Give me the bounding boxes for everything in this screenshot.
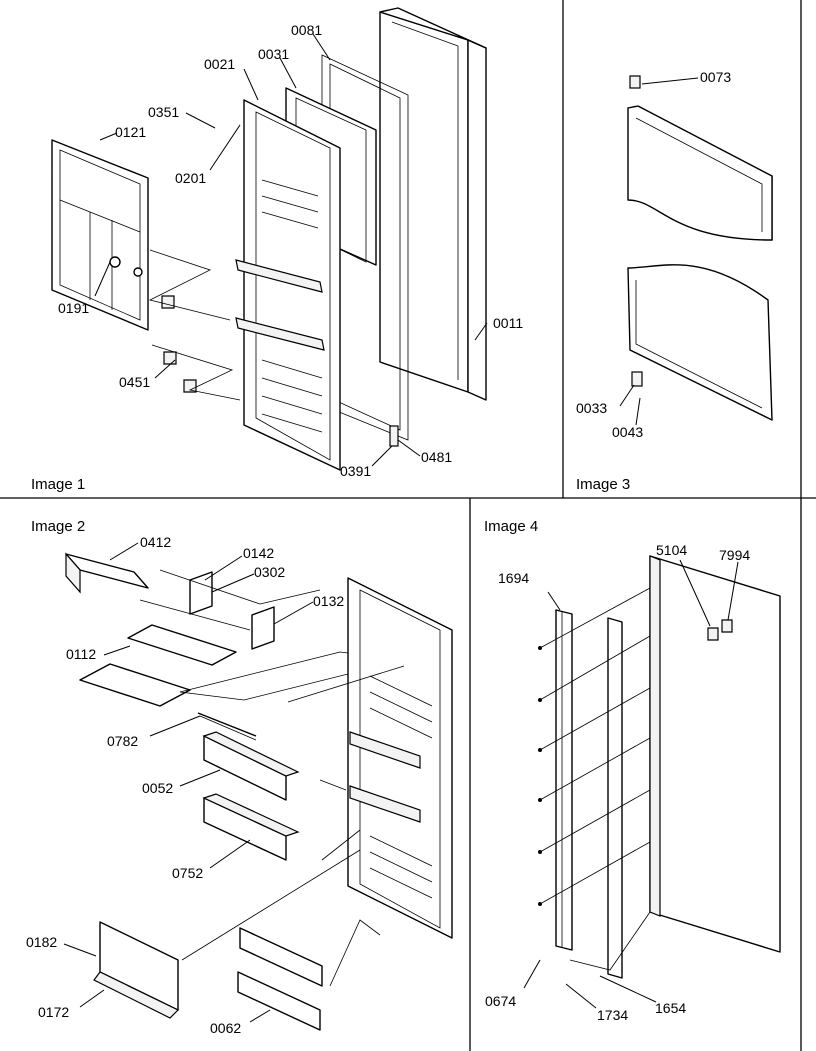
callout-0033: 0033 (576, 400, 607, 416)
callout-0142: 0142 (243, 545, 274, 561)
callout-0412: 0412 (140, 534, 171, 550)
callout-0031: 0031 (258, 46, 289, 62)
callout-0391: 0391 (340, 463, 371, 479)
callout-0043: 0043 (612, 424, 643, 440)
callout-0021: 0021 (204, 56, 235, 72)
callout-1694: 1694 (498, 570, 529, 586)
callout-0302: 0302 (254, 564, 285, 580)
callout-0172: 0172 (38, 1004, 69, 1020)
image1-artwork (51, 7, 488, 471)
callout-0451: 0451 (119, 374, 150, 390)
callout-1654: 1654 (655, 1000, 686, 1016)
callout-0052: 0052 (142, 780, 173, 796)
callout-0182: 0182 (26, 934, 57, 950)
callout-0011: 0011 (493, 315, 523, 331)
callout-0112: 0112 (66, 646, 96, 662)
image2-artwork (63, 542, 453, 1031)
image3-artwork (619, 75, 773, 426)
callout-1734: 1734 (597, 1007, 628, 1023)
callout-0752: 0752 (172, 865, 203, 881)
image4-artwork (523, 555, 781, 1009)
callout-7994: 7994 (719, 547, 750, 563)
image1-caption: Image 1 (31, 476, 85, 493)
image3-caption: Image 3 (576, 476, 630, 493)
callout-0351: 0351 (148, 104, 179, 120)
callout-0081: 0081 (291, 22, 322, 38)
callout-0191: 0191 (58, 300, 89, 316)
callout-5104: 5104 (656, 542, 687, 558)
callout-0132: 0132 (313, 593, 344, 609)
callout-0121: 0121 (115, 124, 146, 140)
callout-0201: 0201 (175, 170, 206, 186)
image2-caption: Image 2 (31, 518, 85, 535)
callout-0481: 0481 (421, 449, 452, 465)
callout-0674: 0674 (485, 993, 516, 1009)
callout-0782: 0782 (107, 733, 138, 749)
image4-caption: Image 4 (484, 518, 538, 535)
callout-0073: 0073 (700, 69, 731, 85)
callout-0062: 0062 (210, 1020, 241, 1036)
